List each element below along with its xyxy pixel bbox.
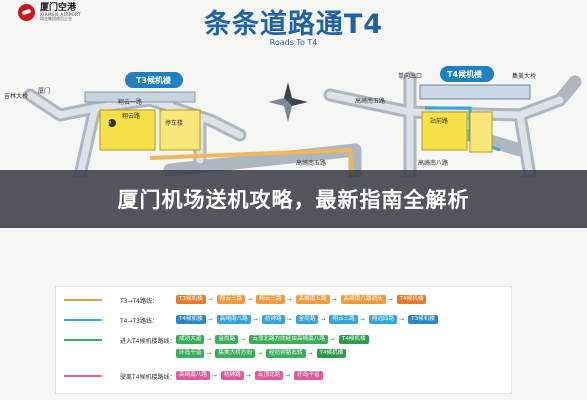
legend-stop-chip: 环岛干道 bbox=[294, 371, 323, 380]
arrow-right-icon: → bbox=[307, 350, 313, 357]
road-label-gaoqi-south8-h: 高崎南八路 bbox=[418, 159, 448, 167]
legend-stop-chip: 云顶北路 bbox=[254, 371, 284, 380]
t3-terminal-label: T3候机楼 bbox=[136, 75, 171, 85]
legend-line-0 bbox=[64, 299, 102, 301]
legend-route-label-1: T4→T3路线： bbox=[120, 318, 158, 325]
svg-text:P: P bbox=[108, 121, 111, 127]
t4-box-label-0: 站前路 bbox=[430, 117, 448, 125]
legend-stop-chip: T4候机楼 bbox=[396, 295, 427, 304]
legend-route-label-4: 驶离T4候机楼路线： bbox=[120, 374, 176, 381]
legend-stop-chip: 枋钟路 bbox=[220, 371, 244, 380]
compass-icon bbox=[268, 82, 308, 122]
road-label-xiangyun1: 翔云一路 bbox=[118, 98, 142, 106]
banner-title: 厦门机场送机攻略，最新指南全解析 bbox=[117, 188, 470, 212]
legend-stop-chip: 经枋钟路右转 bbox=[265, 349, 306, 358]
t4-terminal-building bbox=[419, 84, 531, 100]
legend-stop-chip: 环岛干道 bbox=[176, 349, 205, 358]
legend-stop-chip: 高崎南八路 bbox=[176, 371, 210, 380]
arrow-right-icon: → bbox=[206, 350, 212, 357]
legend-stop-chip: T3候机楼 bbox=[408, 315, 438, 324]
parking-icon bbox=[108, 119, 116, 127]
t4-parking-side bbox=[469, 111, 493, 153]
legend-stop-chip: 高崎南八路调头 bbox=[340, 295, 386, 304]
arrow-right-icon: → bbox=[359, 316, 365, 323]
road-label-jimei-bridge: 集美大桥 bbox=[512, 72, 536, 80]
legend-stop-chip: T4候机楼 bbox=[176, 315, 206, 324]
arrow-right-icon: → bbox=[285, 372, 291, 379]
logo-chinese-name: 厦门空港 bbox=[40, 3, 77, 13]
route-t3-to-t4-line bbox=[149, 147, 354, 177]
legend-stop-chip: 翔云三路 bbox=[216, 295, 246, 304]
legend-stop-chip: 高崎南五路 bbox=[295, 295, 330, 304]
logo-english-name: XIAMEN AIRPORT bbox=[40, 12, 82, 17]
arrow-right-icon: → bbox=[329, 336, 335, 343]
legend-line-2 bbox=[64, 339, 102, 341]
t3-parking-side bbox=[159, 109, 201, 151]
title-banner: 厦门机场送机攻略，最新指南全解析 bbox=[0, 170, 587, 228]
arrow-right-icon: → bbox=[207, 316, 213, 323]
road-map: P T3候机楼 翔云路 停车楼 T4候机楼 站前路 吉林大桥 厦门 翔云一路 高… bbox=[4, 66, 582, 177]
t3-box-label-0: 翔云路 bbox=[122, 112, 140, 120]
page-subtitle: Roads To T4 bbox=[269, 38, 318, 47]
arrow-right-icon: → bbox=[207, 296, 213, 303]
legend-route-label-2: 进入T4候机楼路线： bbox=[120, 338, 176, 345]
road-label-single-exit: 单向出口 bbox=[398, 72, 422, 80]
road-label-jilin: 吉林大桥 bbox=[4, 92, 28, 100]
arrow-right-icon: → bbox=[247, 296, 253, 303]
legend-stop-chip: 云顶北路方向经由高崎南八路 bbox=[249, 335, 328, 344]
legend-stop-chip: 翔远四路 bbox=[368, 315, 398, 324]
arrow-right-icon: → bbox=[240, 336, 246, 343]
arrow-right-icon: → bbox=[256, 350, 262, 357]
legend-stop-chip: 金尚路 bbox=[215, 335, 239, 344]
arrow-right-icon: → bbox=[211, 372, 218, 379]
legend-stop-chip: 金尚路 bbox=[295, 315, 319, 324]
logo-subtitle: 翔业集团成员企业 bbox=[40, 16, 72, 21]
route-legend: T3→T4路线：T3候机楼→翔云三路→翔云三路→高崎南五路→高崎南八路调头→T4… bbox=[55, 286, 512, 394]
legend-stop-chip: 枋钟路 bbox=[261, 315, 285, 324]
page-title: 条条道路通T4 bbox=[203, 9, 384, 40]
arrow-right-icon: → bbox=[206, 336, 212, 343]
t4-terminal-label: T4候机楼 bbox=[447, 69, 482, 79]
legend-line-4 bbox=[64, 375, 102, 377]
airport-logo-icon bbox=[18, 4, 35, 21]
legend-stop-chip: 翔云三路 bbox=[256, 295, 285, 304]
road-label-xiamen: 厦门 bbox=[38, 87, 50, 95]
t4-parking-yellow bbox=[421, 111, 468, 151]
legend-stop-chip: 成功大道 bbox=[176, 335, 205, 344]
legend-stop-chip: 翔云三路 bbox=[329, 315, 358, 324]
legend-route-label-0: T3→T4路线： bbox=[120, 298, 158, 305]
road-label-gaoqi-south5: 高崎南五路 bbox=[355, 97, 385, 105]
t3-parking-yellow bbox=[99, 109, 156, 151]
legend-stop-chip: 高崎南八路 bbox=[216, 315, 251, 324]
legend-stop-chip: T3候机楼 bbox=[176, 295, 206, 304]
legend-stop-chip: T4候机楼 bbox=[316, 349, 347, 358]
t3-terminal-badge bbox=[125, 72, 183, 88]
arrow-right-icon: → bbox=[286, 296, 292, 303]
road-label-gaoqi-south5-lower: 高崎南五路 bbox=[296, 159, 326, 167]
legend-stop-chip: 集美大桥方向 bbox=[215, 349, 255, 358]
arrow-right-icon: → bbox=[245, 372, 251, 379]
t4-terminal-badge bbox=[440, 66, 494, 82]
arrow-right-icon: → bbox=[286, 316, 292, 323]
legend-line-1 bbox=[64, 319, 102, 321]
arrow-right-icon: → bbox=[331, 296, 337, 303]
arrow-right-icon: → bbox=[320, 316, 326, 323]
arrow-right-icon: → bbox=[387, 296, 393, 303]
xiamen-airport-logo: 厦门空港 XIAMEN AIRPORT 翔业集团成员企业 bbox=[18, 4, 81, 21]
legend-stop-chip: T4候机楼 bbox=[338, 335, 369, 344]
arrow-right-icon: → bbox=[252, 316, 258, 323]
t3-terminal-building bbox=[84, 91, 196, 103]
arrow-right-icon: → bbox=[399, 316, 405, 323]
t3-box-label-1: 停车楼 bbox=[165, 119, 183, 127]
